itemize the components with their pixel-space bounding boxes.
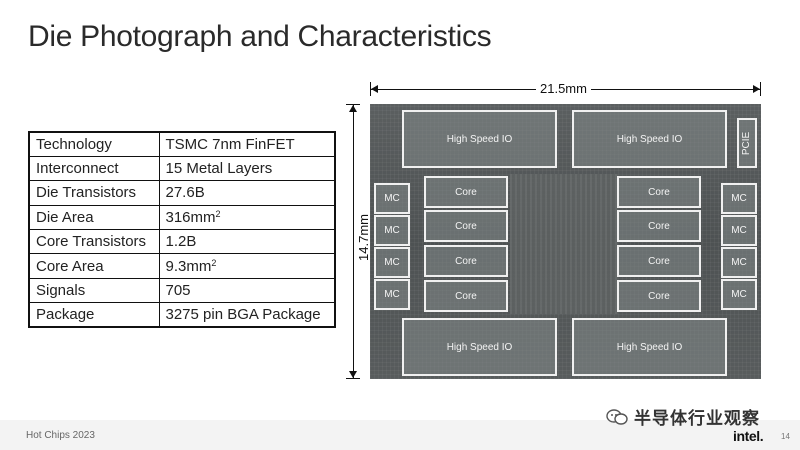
core-block: Core: [424, 245, 508, 277]
spec-value: 15 Metal Layers: [158, 155, 336, 182]
spec-value: 9.3mm2: [158, 253, 336, 279]
footer-bar: [0, 420, 800, 450]
spec-key: Die Area: [28, 204, 160, 231]
width-label: 21.5mm: [536, 81, 591, 96]
core-block: Core: [424, 210, 508, 242]
hsio-block-top-left: High Speed IO: [402, 110, 557, 168]
spec-value: 705: [158, 277, 336, 304]
height-label: 14.7mm: [355, 210, 371, 265]
page-number: 14: [781, 432, 790, 441]
mc-block: MC: [374, 215, 410, 246]
footer-event: Hot Chips 2023: [26, 430, 95, 441]
hsio-block-bottom-right: High Speed IO: [572, 318, 727, 376]
spec-value: 316mm2: [158, 204, 336, 231]
core-block: Core: [617, 210, 701, 242]
core-block: Core: [617, 280, 701, 312]
spec-key: Core Area: [28, 253, 160, 279]
mc-block: MC: [721, 183, 757, 214]
spec-value: TSMC 7nm FinFET: [158, 131, 336, 157]
die-center-region: [510, 174, 618, 314]
mc-block: MC: [721, 215, 757, 246]
slide-title: Die Photograph and Characteristics: [28, 20, 492, 53]
mc-block: MC: [721, 279, 757, 310]
spec-key: Package: [28, 302, 160, 328]
spec-value: 3275 pin BGA Package: [158, 302, 336, 328]
die-photo: High Speed IO High Speed IO PCIE Core Co…: [370, 104, 761, 379]
spec-key: Technology: [28, 131, 160, 157]
intel-logo: intel.: [733, 428, 764, 444]
core-block: Core: [424, 176, 508, 208]
mc-block: MC: [721, 247, 757, 278]
hsio-block-bottom-left: High Speed IO: [402, 318, 557, 376]
unit-superscript: 2: [211, 257, 217, 268]
core-block: Core: [617, 176, 701, 208]
watermark-text: 半导体行业观察: [634, 409, 760, 428]
core-block: Core: [617, 245, 701, 277]
spec-key: Signals: [28, 277, 160, 304]
mc-block: MC: [374, 247, 410, 278]
wechat-icon: [606, 408, 628, 425]
mc-block: MC: [374, 183, 410, 214]
watermark: 半导体行业观察: [606, 404, 760, 429]
spec-key: Core Transistors: [28, 229, 160, 255]
spec-key: Interconnect: [28, 155, 160, 182]
unit-superscript: 2: [215, 208, 221, 219]
spec-value: 27.6B: [158, 180, 336, 206]
core-block: Core: [424, 280, 508, 312]
mc-block: MC: [374, 279, 410, 310]
spec-value: 1.2B: [158, 229, 336, 255]
pcie-block: PCIE: [737, 118, 757, 168]
spec-key: Die Transistors: [28, 180, 160, 206]
hsio-block-top-right: High Speed IO: [572, 110, 727, 168]
